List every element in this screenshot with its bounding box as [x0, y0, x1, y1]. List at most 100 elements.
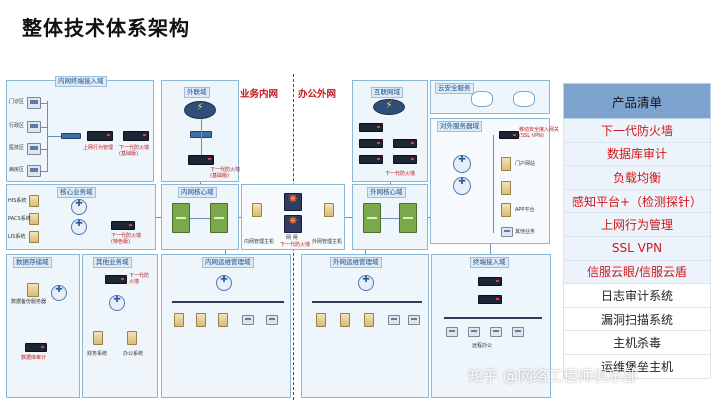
link-line: [41, 103, 48, 104]
zone-label-terminal-access: 终端接入域: [470, 257, 509, 268]
server-icon: [501, 157, 511, 171]
server-icon: [29, 213, 39, 225]
server-icon: [324, 203, 334, 217]
label-gateway: 网 闸: [286, 235, 298, 241]
link-line: [428, 217, 430, 218]
zone-lan-core: 内网核心域: [161, 184, 239, 250]
network-bus: [444, 317, 542, 319]
network-bus: [312, 301, 422, 303]
firewall-icon: [123, 131, 149, 141]
label-office-system: 办公系统: [123, 351, 144, 357]
firewall-icon: [393, 155, 417, 164]
firewall-icon: [359, 123, 383, 132]
link-line: [345, 217, 352, 218]
label-ngfw-base: 下一代防火墙 (基础版): [119, 145, 150, 157]
link-line: [41, 171, 48, 172]
product-item: 上网行为管理: [563, 213, 711, 237]
gateway-icon: [284, 192, 302, 211]
firewall-icon: [359, 155, 383, 164]
zone-label-ext-services: 对外服务器域: [437, 121, 482, 132]
link-line: [493, 135, 494, 233]
product-item: 日志审计系统: [563, 284, 711, 308]
label-ngfw-short: 下一代防 火墙: [129, 273, 150, 285]
zone-extranet: 外联域 下一代防火墙 (基础版): [161, 80, 241, 182]
architecture-diagram: 内网终端接入域 门诊区 行政区 医技区 病房区 上网行为管理 下一代防火墙 (基…: [6, 74, 559, 400]
zone-core-business: 核心业务域 HIS系统 PACS系统 LIS系统 下一代防火墙 (特色版): [6, 184, 156, 250]
link-line: [156, 217, 161, 218]
switch-hub-icon: [71, 199, 87, 215]
zone-label-other-business: 其他业务域: [93, 257, 132, 268]
core-switch-icon: [172, 203, 190, 233]
pc-icon: [446, 327, 458, 337]
pc-icon: [27, 143, 41, 155]
zone-lan-terminal: 内网终端接入域 门诊区 行政区 医技区 病房区 上网行为管理 下一代防火墙 (基…: [6, 76, 154, 182]
product-item: 运维堡垒主机: [563, 354, 711, 379]
behavior-mgmt-device-icon: [87, 131, 113, 141]
pc-icon: [490, 327, 502, 337]
link-line: [490, 244, 491, 254]
link-line: [48, 136, 61, 137]
db-audit-icon: [25, 343, 47, 352]
server-icon: [364, 313, 374, 327]
firewall-icon: [359, 139, 383, 148]
firewall-icon: [188, 155, 214, 165]
pc-icon: [501, 227, 513, 237]
server-icon: [93, 331, 103, 345]
server-icon: [316, 313, 326, 327]
zone-label-wan-ops: 外网运维管理域: [330, 257, 382, 268]
zone-terminal-access: 终端接入域 远程办公: [431, 254, 551, 398]
zone-label-lan-terminal: 内网终端接入域: [55, 76, 107, 87]
zone-label-lan-ops: 内网运维管理域: [202, 257, 254, 268]
product-list-header: 产品清单: [563, 83, 711, 119]
pc-icon: [27, 165, 41, 177]
link-line: [200, 182, 201, 184]
pc-icon: [266, 315, 278, 325]
label-wan-mgmt-host: 外网管理主机: [312, 239, 343, 245]
label-data-backup-server: 数据备份服务器: [11, 299, 47, 305]
label-ngfw: 下一代防火墙: [385, 171, 416, 177]
section-business-lan: 业务内网: [240, 89, 279, 100]
server-icon: [340, 313, 350, 327]
link-line: [47, 101, 48, 171]
firewall-icon: [105, 275, 127, 284]
switch-hub-icon: [71, 219, 87, 235]
server-icon: [174, 313, 184, 327]
switch-hub-icon: [453, 155, 471, 173]
label-remote-mgmt: 远程办公: [472, 343, 493, 349]
label-app-platform: APP平台: [515, 207, 535, 213]
cloud-icon: [184, 101, 216, 119]
switch-hub-icon: [109, 295, 125, 311]
server-icon: [196, 313, 206, 327]
product-item: 下一代防火墙: [563, 119, 711, 143]
link-line: [381, 218, 399, 219]
pc-icon: [242, 315, 254, 325]
zone-label-internet: 互联网域: [371, 87, 403, 98]
product-item: 主机杀毒: [563, 331, 711, 355]
link-line: [225, 250, 226, 254]
server-icon: [218, 313, 228, 327]
label-ngfw-base: 下一代防火墙 (基础版): [210, 167, 241, 179]
product-item: 感知平台+（检测探针）: [563, 189, 711, 214]
pc-icon: [27, 97, 41, 109]
network-bus: [172, 301, 284, 303]
label-medtech-area: 医技区: [9, 145, 25, 151]
zone-wan-core: 外网核心域: [352, 184, 428, 250]
gateway-icon: [284, 214, 302, 233]
watermark: 知乎 @网络工程师俱乐部: [468, 367, 638, 385]
label-admin-area: 行政区: [9, 123, 25, 129]
label-lis: LIS系统: [8, 234, 26, 240]
zone-gateway: 内网管理主机 网 闸 下一代防火墙 外网管理主机: [241, 184, 345, 250]
firewall-icon: [478, 277, 502, 286]
firewall-icon: [478, 295, 502, 304]
zone-internet: 互联网域 下一代防火墙: [352, 80, 428, 182]
switch-hub-icon: [453, 177, 471, 195]
server-icon: [501, 203, 511, 217]
zone-label-wan-core: 外网核心域: [367, 187, 406, 198]
zone-label-cloud-security: 云安全服务: [435, 83, 474, 94]
switch-hub-icon: [216, 275, 232, 291]
product-item: 漏洞扫描系统: [563, 307, 711, 332]
core-switch-icon: [399, 203, 417, 233]
server-icon: [27, 283, 39, 297]
